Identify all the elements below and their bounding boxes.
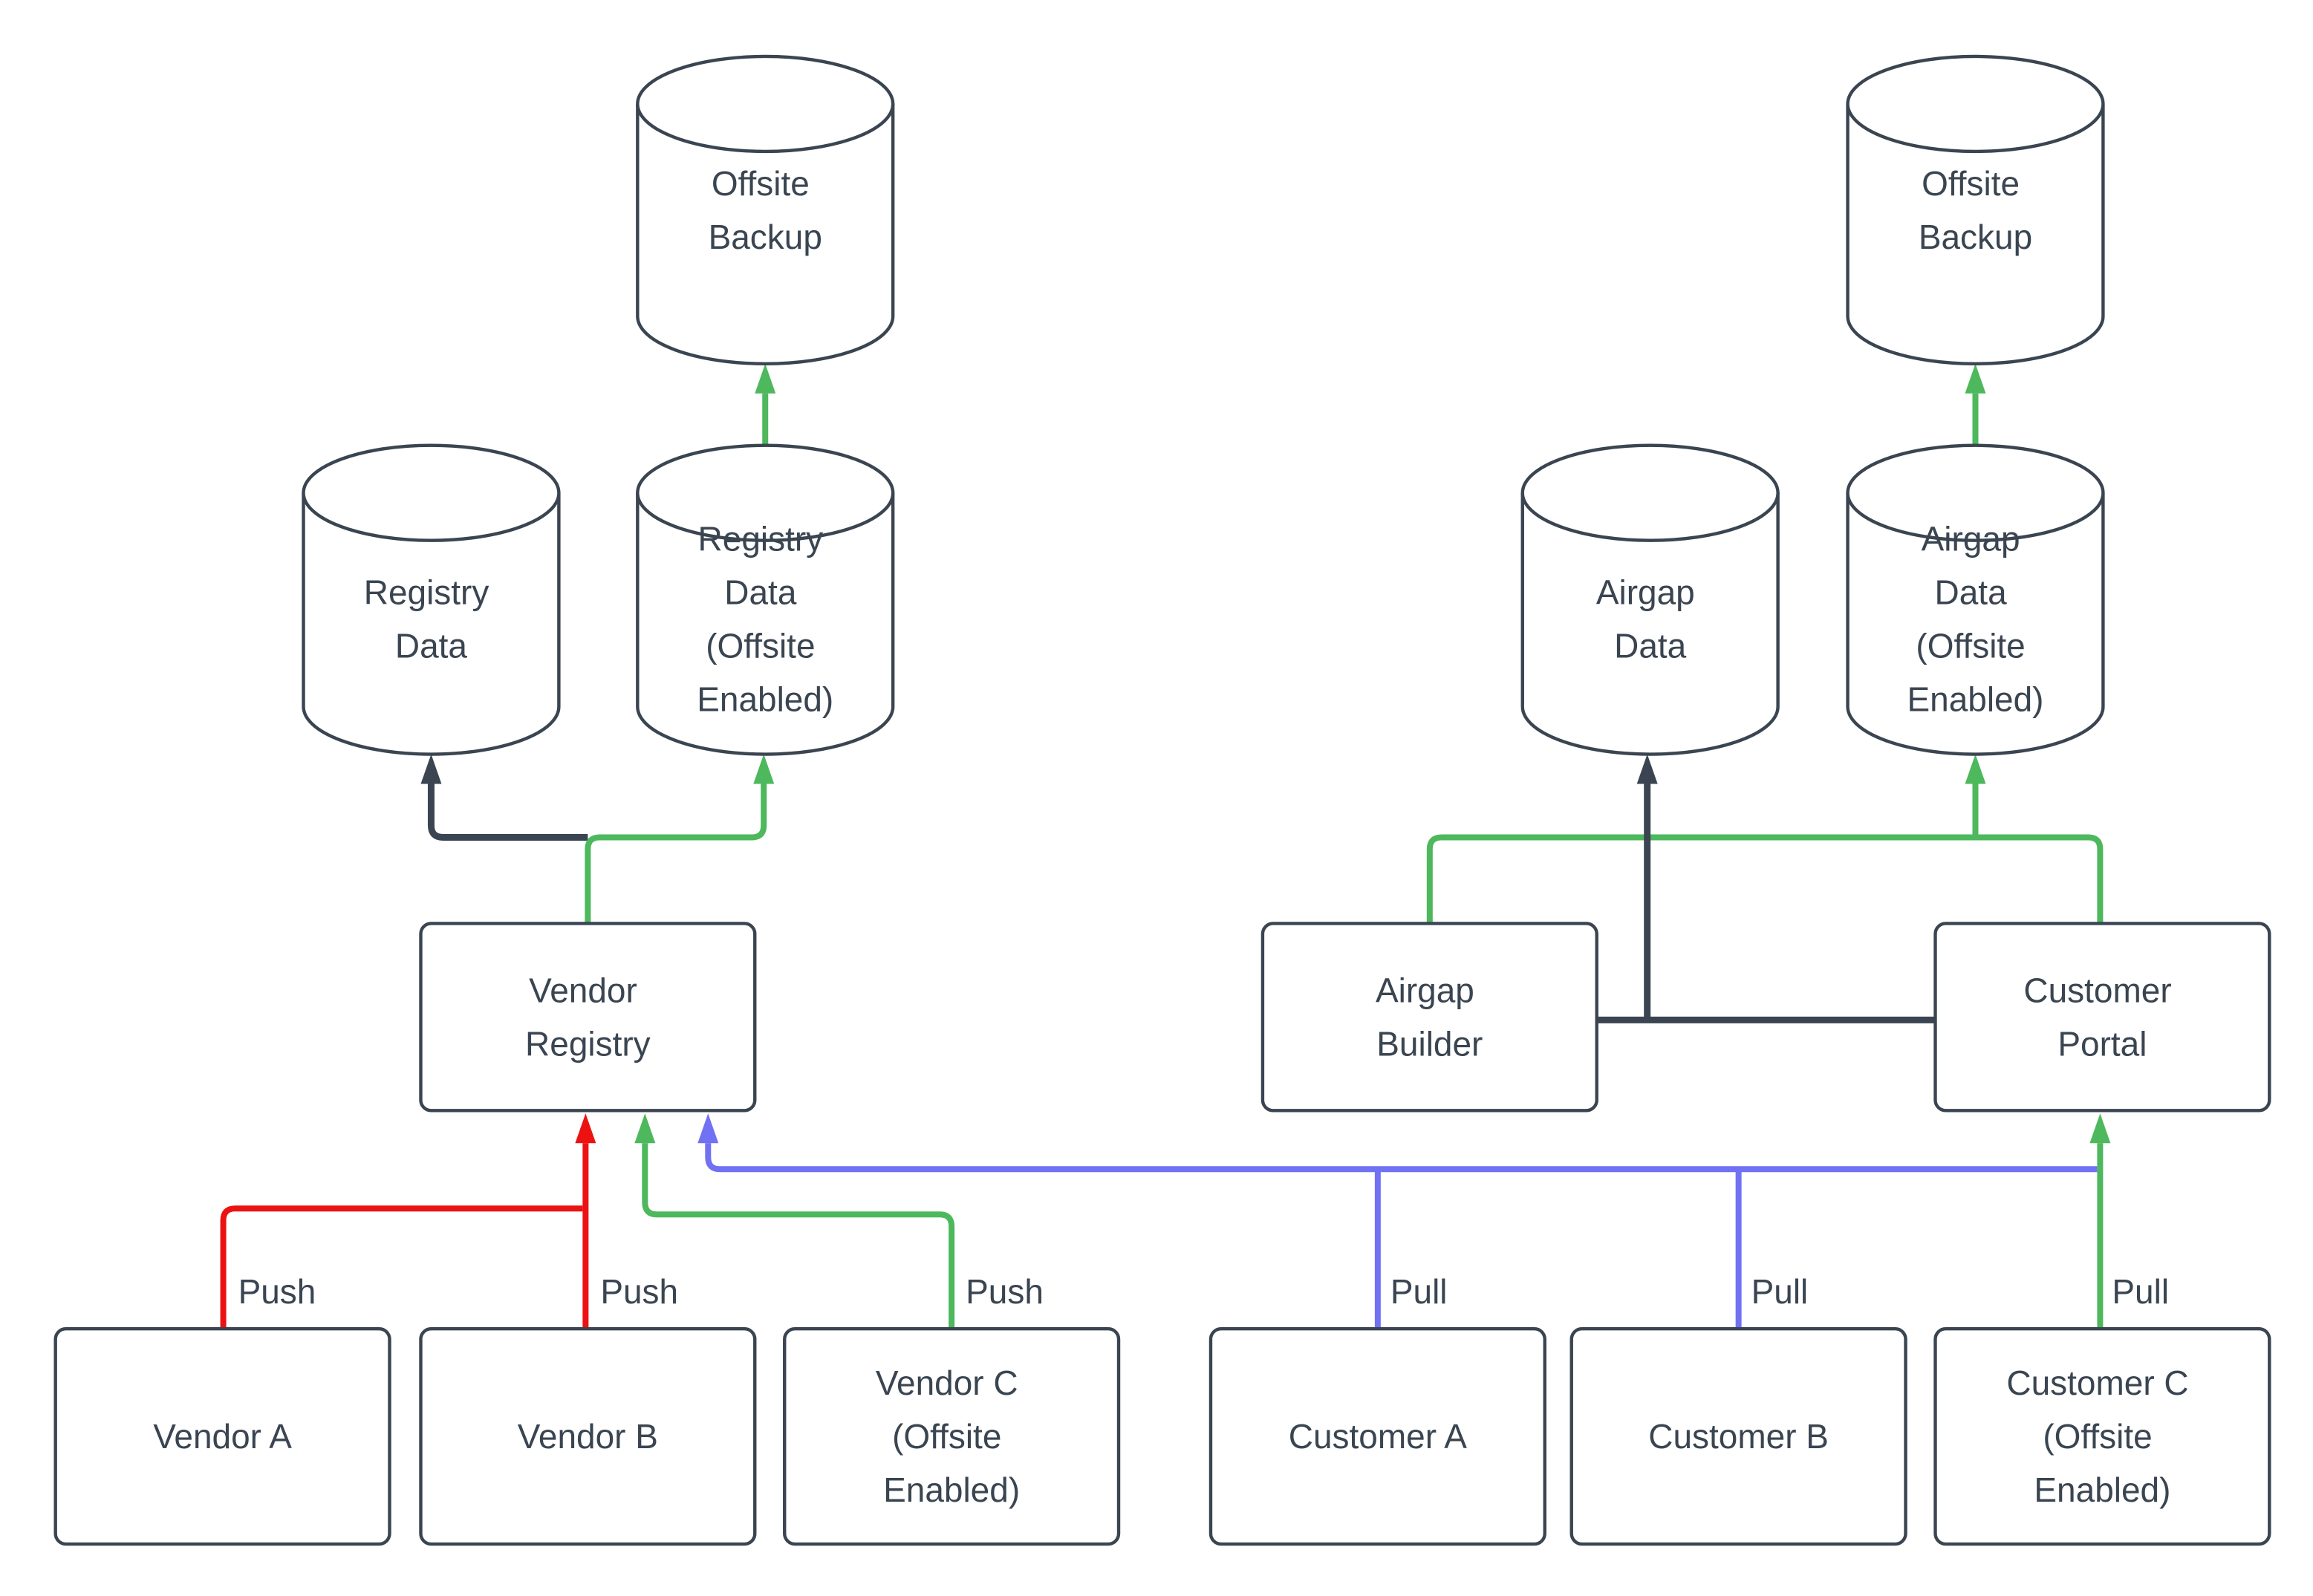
cylinder-body bbox=[636, 492, 895, 756]
node-label: Vendor B bbox=[518, 1417, 658, 1456]
box bbox=[419, 1326, 757, 1546]
node-vendor-registry: Vendor Registry bbox=[419, 922, 757, 1113]
node-airgap-data-offsite: Airgap Data (Offsite Enabled) bbox=[1846, 443, 2105, 756]
node-label: Airgap Data bbox=[1596, 573, 1705, 665]
node-vendor-b: Vendor B bbox=[419, 1326, 757, 1546]
box bbox=[53, 1326, 391, 1546]
box bbox=[1933, 922, 2271, 1113]
cylinder-top bbox=[1520, 443, 1780, 542]
box bbox=[419, 922, 757, 1113]
box bbox=[783, 1326, 1121, 1546]
node-vendor-c-offsite: Vendor C (Offsite Enabled) bbox=[783, 1326, 1121, 1546]
edges-layer bbox=[220, 363, 2111, 1329]
node-offsite-backup-right: Offsite Backup bbox=[1846, 54, 2105, 365]
edge-label-pull-customer-a: Pull bbox=[1390, 1272, 1448, 1311]
box bbox=[1260, 922, 1598, 1113]
node-label: Vendor A bbox=[153, 1417, 292, 1456]
node-customer-portal: Customer Portal bbox=[1933, 922, 2271, 1113]
arrowhead-airgap-data-offsite bbox=[1965, 754, 1986, 784]
nodes-layer: Offsite Backup Registry Data Registry Da… bbox=[53, 54, 2271, 1546]
node-label: Customer A bbox=[1289, 1417, 1467, 1456]
node-vendor-a: Vendor A bbox=[53, 1326, 391, 1546]
node-customer-a: Customer A bbox=[1208, 1326, 1546, 1546]
node-label: Customer B bbox=[1648, 1417, 1829, 1456]
cylinder-top bbox=[636, 443, 895, 542]
arrowhead-push-green bbox=[634, 1113, 656, 1144]
cylinder-top bbox=[1846, 54, 2105, 154]
node-customer-b: Customer B bbox=[1569, 1326, 1907, 1546]
box bbox=[1933, 1326, 2271, 1546]
edge-vendor-registry-to-registry-data-offsite bbox=[585, 784, 767, 924]
node-label: Registry Data (Offsite Enabled) bbox=[697, 520, 833, 719]
node-label: Offsite Backup bbox=[709, 164, 822, 256]
edge-customers-pull-trunk bbox=[705, 1143, 2098, 1173]
node-label: Vendor C (Offsite Enabled) bbox=[876, 1364, 1027, 1509]
edge-labels-layer: Push Push Push Pull Pull Pull bbox=[238, 1272, 2169, 1311]
cylinder-top bbox=[1846, 443, 2105, 542]
node-registry-data: Registry Data bbox=[302, 443, 561, 756]
node-offsite-backup-left: Offsite Backup bbox=[636, 54, 895, 365]
edge-vendor-registry-to-registry-data bbox=[427, 784, 588, 841]
arrowhead-registry-data-offsite bbox=[753, 754, 775, 784]
box bbox=[1569, 1326, 1907, 1546]
cylinder-body bbox=[1520, 492, 1780, 756]
edge-vendor-c-push-line bbox=[642, 1143, 955, 1329]
node-customer-c-offsite: Customer C (Offsite Enabled) bbox=[1933, 1326, 2271, 1546]
cylinder-body bbox=[1846, 492, 2105, 756]
edge-label-push-vendor-b: Push bbox=[600, 1272, 678, 1311]
node-registry-data-offsite: Registry Data (Offsite Enabled) bbox=[636, 443, 895, 756]
cylinder-body bbox=[636, 103, 895, 365]
cylinder-body bbox=[302, 492, 561, 756]
node-airgap-builder: Airgap Builder bbox=[1260, 922, 1598, 1113]
node-label: Airgap Data (Offsite Enabled) bbox=[1907, 520, 2043, 719]
edge-label-push-vendor-c: Push bbox=[966, 1272, 1044, 1311]
edge-label-pull-customer-c: Pull bbox=[2112, 1272, 2169, 1311]
node-label: Registry Data bbox=[364, 573, 498, 665]
cylinder-body bbox=[1846, 103, 2105, 365]
arrowhead-offsite-backup-left bbox=[755, 363, 776, 394]
node-label: Customer Portal bbox=[2023, 971, 2181, 1063]
edge-label-pull-customer-b: Pull bbox=[1751, 1272, 1809, 1311]
node-label: Vendor Registry bbox=[525, 971, 651, 1063]
node-airgap-data: Airgap Data bbox=[1520, 443, 1780, 756]
arrowhead-airgap-data bbox=[1636, 754, 1658, 784]
arrowhead-push-red bbox=[575, 1113, 596, 1144]
edge-vendor-a-push-line bbox=[220, 1205, 583, 1329]
arrowhead-offsite-backup-right bbox=[1965, 363, 1986, 394]
edge-green-right-trunk bbox=[1426, 834, 2104, 924]
cylinder-top bbox=[302, 443, 561, 542]
arrowhead-registry-data bbox=[420, 754, 442, 784]
arrowhead-pull-green bbox=[2089, 1113, 2111, 1144]
cylinder-top bbox=[636, 54, 895, 154]
edge-label-push-vendor-a: Push bbox=[238, 1272, 316, 1311]
box bbox=[1208, 1326, 1546, 1546]
node-label: Customer C (Offsite Enabled) bbox=[2006, 1364, 2198, 1509]
node-label: Offsite Backup bbox=[1919, 164, 2032, 256]
arrowhead-pull-blue bbox=[697, 1113, 719, 1144]
node-label: Airgap Builder bbox=[1376, 971, 1484, 1063]
